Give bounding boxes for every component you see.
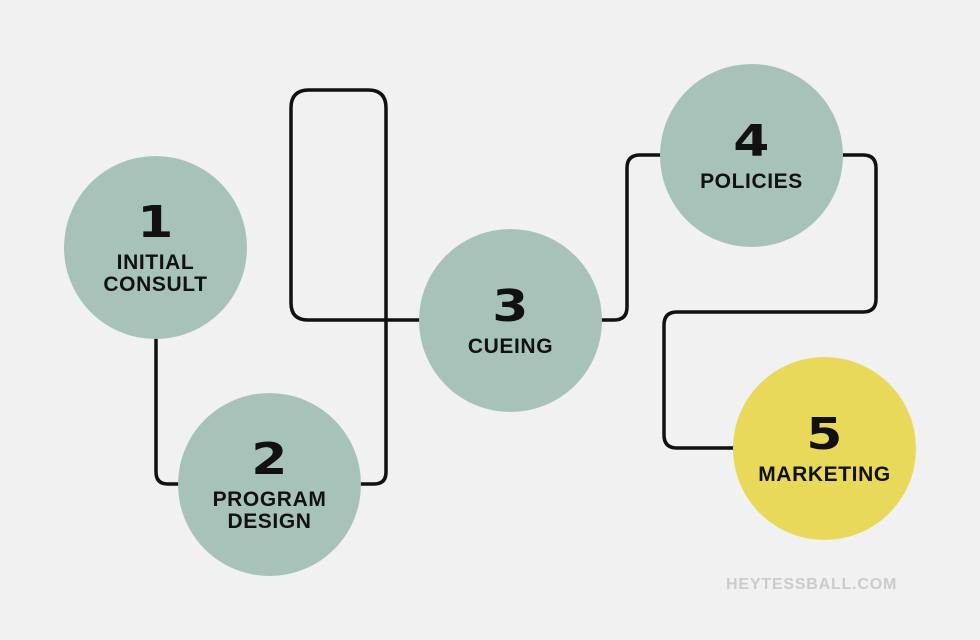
step-5-marketing: 5 MARKETING [733, 357, 916, 540]
step-1-initial-consult: 1 INITIAL CONSULT [64, 156, 247, 339]
connector-3-4 [600, 153, 664, 322]
step-4-label-line1: POLICIES [700, 169, 803, 193]
step-2-label: PROGRAM DESIGN [212, 487, 327, 533]
step-4-number: 4 [733, 115, 770, 167]
step-3-label-line1: CUEING [467, 334, 554, 358]
connector-1-2 [154, 336, 188, 486]
step-2-program-design: 2 PROGRAM DESIGN [178, 393, 361, 576]
connector-2-3 [289, 88, 422, 486]
step-1-label: INITIAL CONSULT [103, 250, 208, 296]
step-1-label-line2: CONSULT [103, 272, 208, 296]
step-3-number: 3 [492, 280, 529, 332]
step-2-label-line1: PROGRAM [212, 487, 327, 511]
step-4-label: POLICIES [700, 169, 803, 193]
connector-4-5 [662, 153, 878, 450]
watermark: HEYTESSBALL.COM [726, 576, 898, 593]
step-3-label: CUEING [467, 334, 554, 358]
step-1-number: 1 [137, 196, 174, 248]
step-5-label-line1: MARKETING [758, 462, 891, 486]
step-3-cueing: 3 CUEING [419, 229, 602, 412]
step-1-label-line1: INITIAL [116, 250, 195, 274]
step-2-label-line2: DESIGN [227, 509, 312, 533]
step-2-number: 2 [251, 433, 288, 485]
step-4-policies: 4 POLICIES [660, 64, 843, 247]
step-5-number: 5 [806, 408, 843, 460]
step-5-label: MARKETING [758, 462, 891, 486]
